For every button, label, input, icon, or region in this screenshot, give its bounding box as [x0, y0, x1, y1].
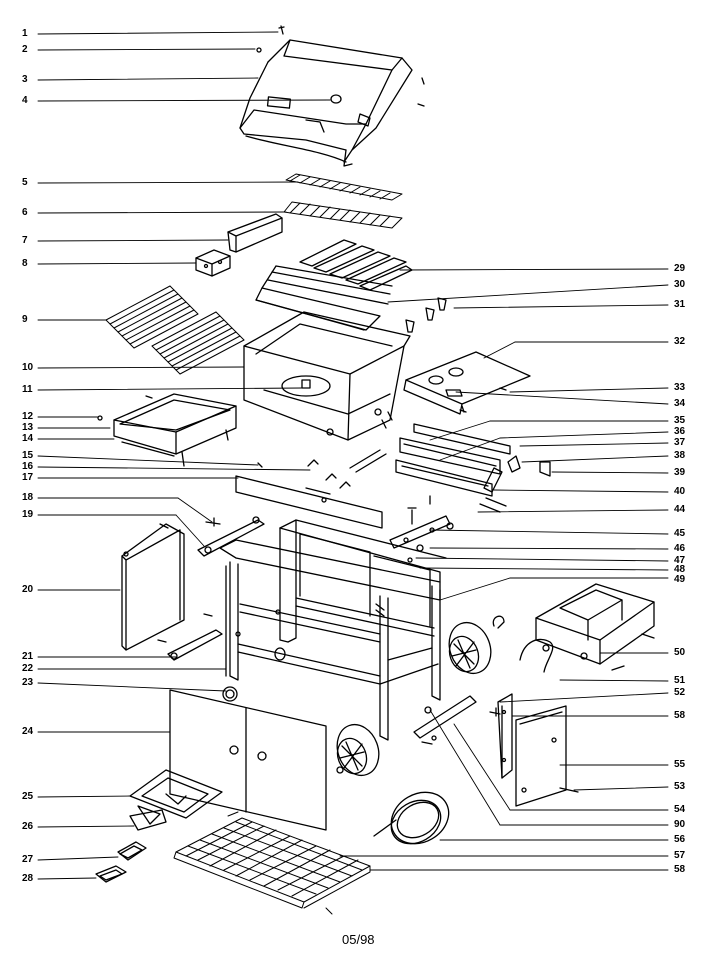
callout-45: 45: [674, 528, 686, 539]
callout-19: 19: [22, 509, 34, 520]
hook: [492, 615, 505, 629]
callout-20: 20: [22, 584, 34, 595]
callout-12: 12: [22, 411, 34, 422]
callout-36: 36: [674, 426, 686, 437]
callout-25: 25: [22, 791, 34, 802]
front-panel: [235, 459, 383, 529]
callout-44: 44: [674, 504, 686, 515]
callout-50: 50: [674, 647, 686, 658]
drip-pans: [95, 841, 147, 883]
callout-9: 9: [22, 314, 28, 325]
tank-tray: [519, 583, 655, 673]
callout-31: 31: [674, 299, 686, 310]
callout-34: 34: [674, 398, 686, 409]
callout-16: 16: [22, 461, 34, 472]
control-knobs: [405, 297, 447, 333]
callout-53: 53: [674, 781, 686, 792]
callout-15: 15: [22, 450, 34, 461]
callout-30: 30: [674, 279, 686, 290]
grill-lid: [239, 39, 413, 167]
callout-13: 13: [22, 422, 34, 433]
lower-rail: [413, 695, 477, 745]
gas-hose: [373, 791, 450, 845]
callout-39: 39: [674, 467, 686, 478]
callout-49: 49: [674, 574, 686, 585]
callout-26: 26: [22, 821, 34, 832]
callout-4: 4: [22, 95, 28, 106]
bottom-rail: [157, 613, 223, 661]
heat-deflector: [255, 265, 393, 331]
burner-assembly: [349, 423, 551, 513]
callout-14: 14: [22, 433, 34, 444]
callout-11: 11: [22, 384, 33, 395]
callout-23: 23: [22, 677, 34, 688]
flavorizer-bars: [299, 239, 413, 291]
callout-21: 21: [22, 651, 34, 662]
callout-46: 46: [674, 543, 686, 554]
callout-58b: 58: [674, 864, 686, 875]
callout-27: 27: [22, 854, 34, 865]
lid-screws: [256, 25, 425, 107]
callout-2: 2: [22, 44, 28, 55]
callout-29: 29: [674, 263, 686, 274]
cart-frame: [219, 519, 447, 741]
callout-58a: 58: [674, 710, 686, 721]
callout-24: 24: [22, 726, 34, 737]
callout-56: 56: [674, 834, 686, 845]
callout-1: 1: [22, 28, 28, 39]
callout-55: 55: [674, 759, 686, 770]
cabinet-doors: [169, 689, 327, 831]
callout-7: 7: [22, 235, 28, 246]
callout-10: 10: [22, 362, 34, 373]
callout-48: 48: [674, 564, 686, 575]
door-knob: [222, 647, 286, 702]
grease-tray: [129, 769, 223, 831]
warming-rack: [285, 173, 403, 201]
top-grate: [283, 201, 403, 229]
cooking-grates: [105, 285, 245, 375]
callout-5: 5: [22, 177, 28, 188]
callout-35: 35: [674, 415, 686, 426]
flavorizer-box: [227, 213, 283, 253]
footer-date: 05/98: [342, 932, 375, 947]
callout-18: 18: [22, 492, 34, 503]
right-panel: [489, 693, 579, 807]
bottom-shelf: [173, 811, 371, 915]
cookbox: [243, 311, 411, 441]
callout-52: 52: [674, 687, 686, 698]
callout-28: 28: [22, 873, 34, 884]
callout-32: 32: [674, 336, 686, 347]
callout-33: 33: [674, 382, 686, 393]
control-panel: [403, 351, 531, 415]
callout-47: 47: [674, 555, 686, 566]
small-bracket: [195, 249, 231, 277]
left-leader-lines: [37, 31, 331, 880]
callout-3: 3: [22, 74, 28, 85]
callout-51: 51: [674, 675, 686, 686]
side-frame-rails: [159, 516, 265, 557]
callout-6: 6: [22, 207, 28, 218]
callout-8: 8: [22, 258, 28, 269]
manifold-bracket: [389, 495, 454, 563]
side-tray: [97, 393, 237, 467]
right-leader-lines: [339, 268, 669, 871]
callout-54: 54: [674, 804, 686, 815]
callout-90: 90: [674, 819, 686, 830]
cart-wheels: [336, 621, 492, 777]
header-fragment: -----: [92, 0, 109, 5]
callout-57: 57: [674, 850, 686, 861]
callout-38: 38: [674, 450, 686, 461]
callout-37: 37: [674, 437, 686, 448]
side-panel: [121, 523, 185, 651]
callout-17: 17: [22, 472, 34, 483]
callout-22: 22: [22, 663, 34, 674]
callout-40: 40: [674, 486, 686, 497]
